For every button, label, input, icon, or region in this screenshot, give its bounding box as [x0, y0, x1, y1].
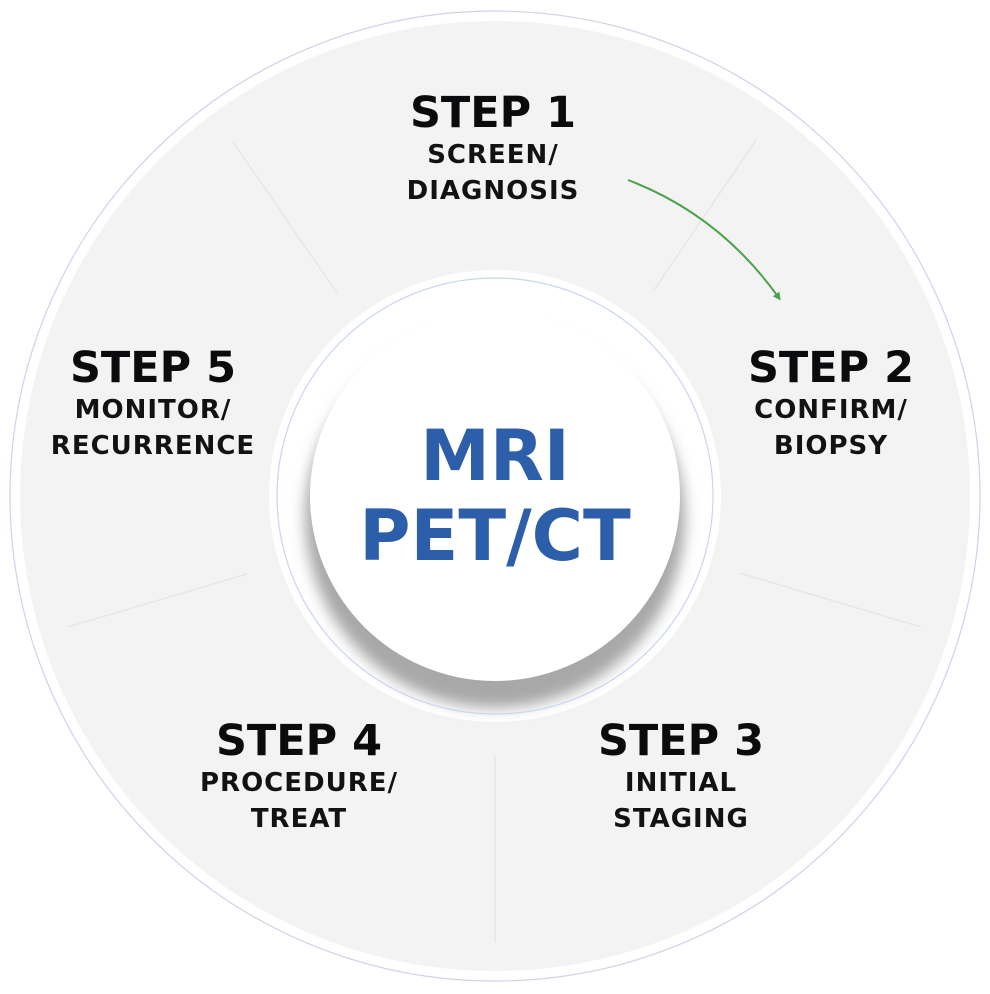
- divider-line-4-5: [67, 573, 248, 628]
- step-4-title: STEP 4: [215, 716, 383, 766]
- center-disc: [310, 311, 680, 681]
- step-5: STEP 5 MONITOR/ RECURRENCE: [51, 344, 255, 464]
- center-label: MRI PET/CT: [359, 416, 631, 576]
- step-3-sub-line2: STAGING: [613, 804, 749, 834]
- step-3-title: STEP 3: [597, 716, 765, 766]
- step-4-sub-line1: PROCEDURE/: [200, 768, 398, 798]
- divider-line-2-3: [739, 572, 922, 628]
- arrow-step1-to-step2: [627, 179, 781, 301]
- divider-line-1-2: [653, 139, 757, 291]
- step-5-sub-line1: MONITOR/: [74, 395, 232, 425]
- center-label-line1: MRI: [420, 415, 570, 497]
- step-1: STEP 1 SCREEN/ DIAGNOSIS: [407, 89, 580, 209]
- divider-line-1-5: [232, 141, 338, 294]
- step-4: STEP 4 PROCEDURE/ TREAT: [200, 717, 398, 837]
- step-2-title: STEP 2: [747, 343, 915, 393]
- inner-ring-outline: [276, 277, 714, 715]
- step-4-sub-line2: TREAT: [250, 804, 348, 834]
- center-label-line2: PET/CT: [359, 495, 631, 577]
- step-3: STEP 3 INITIAL STAGING: [598, 717, 764, 837]
- step-2-sub-line1: CONFIRM/: [754, 395, 908, 425]
- step-5-title: STEP 5: [69, 343, 237, 393]
- step-2-sub-line2: BIOPSY: [773, 431, 889, 461]
- step-1-title: STEP 1: [409, 88, 577, 138]
- step-3-sub-line1: INITIAL: [624, 768, 738, 798]
- step-1-sub-line2: DIAGNOSIS: [406, 176, 580, 206]
- step-5-sub-line2: RECURRENCE: [50, 431, 256, 461]
- step-2: STEP 2 CONFIRM/ BIOPSY: [748, 344, 914, 464]
- step-1-sub-line1: SCREEN/: [427, 140, 559, 170]
